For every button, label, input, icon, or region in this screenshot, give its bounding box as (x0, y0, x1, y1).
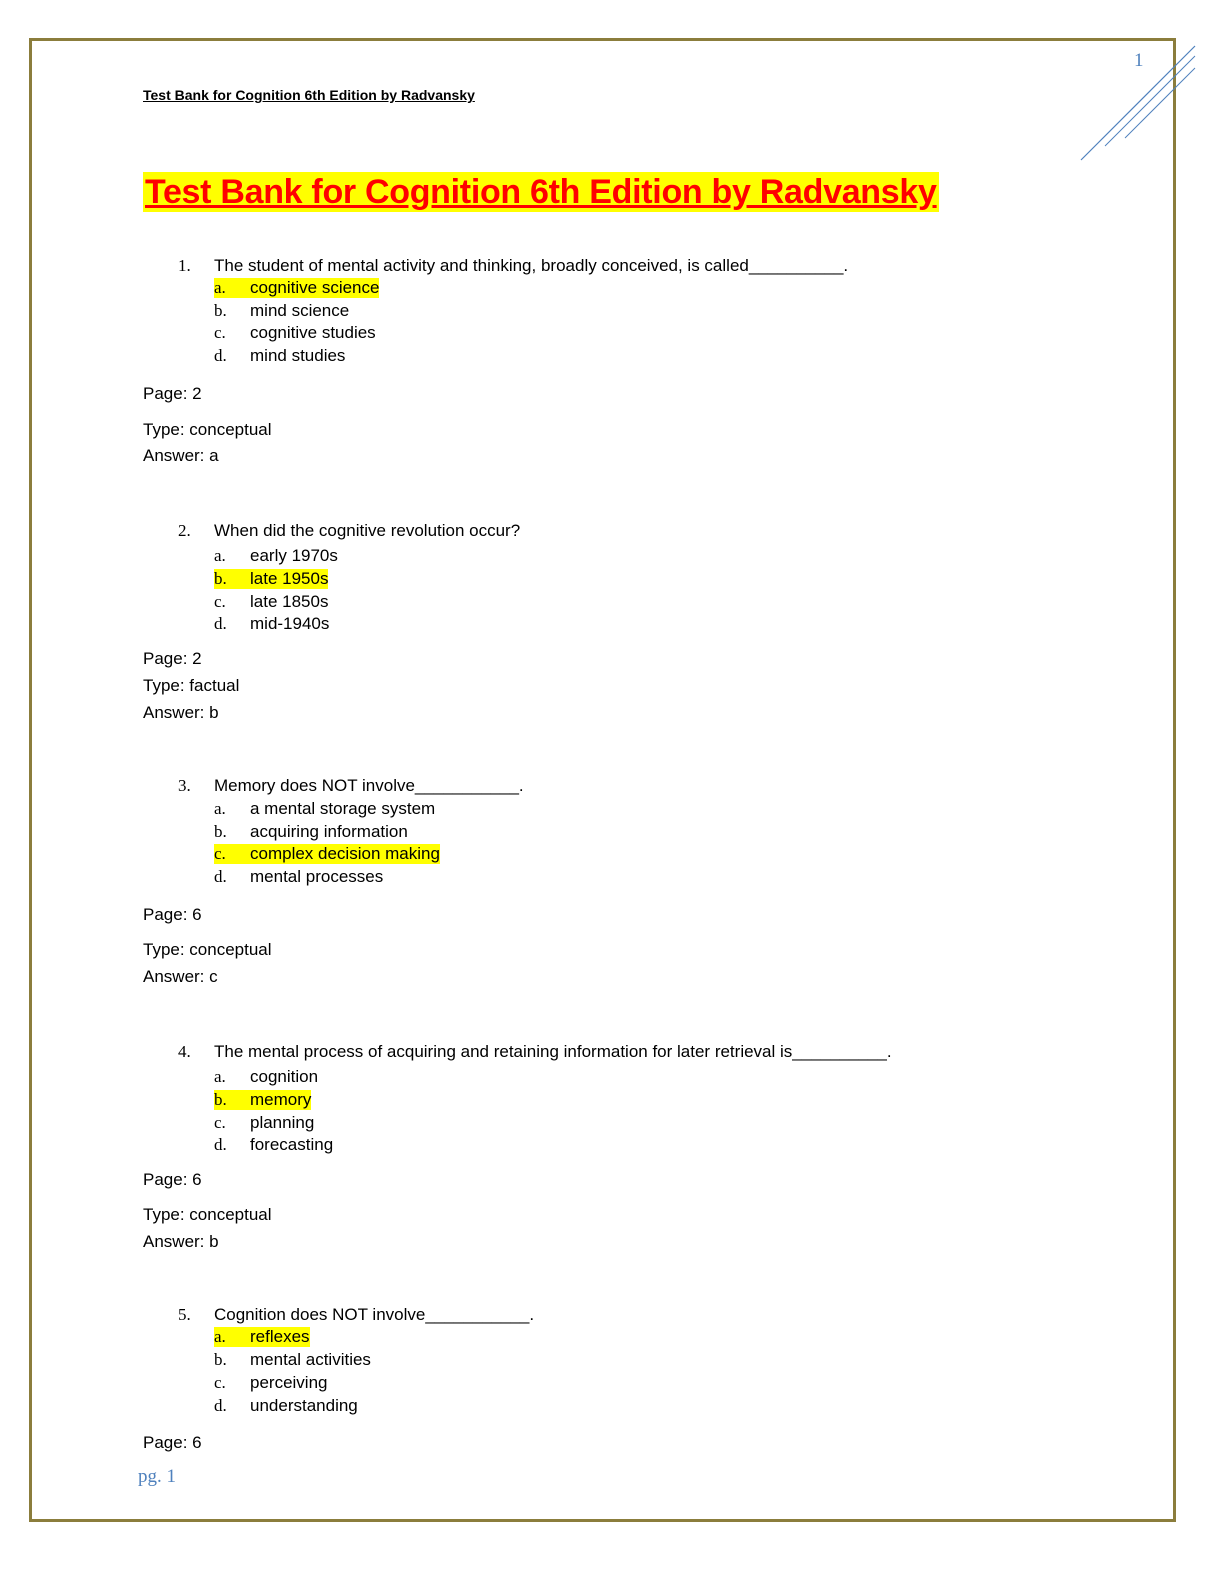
page-reference: Page: 6 (143, 1170, 202, 1189)
question-number: 2. (178, 521, 191, 540)
question-text: The student of mental activity and think… (214, 256, 849, 275)
option-a: a.cognition (214, 1067, 319, 1086)
option-d: d.mental processes (214, 867, 384, 886)
question-type: Type: factual (143, 676, 240, 695)
answer: Answer: b (143, 703, 219, 722)
option-c: c.complex decision making (214, 844, 440, 864)
page-reference: Page: 6 (143, 905, 202, 924)
question-number: 4. (178, 1042, 191, 1061)
option-c: c.cognitive studies (214, 323, 376, 342)
page-title: Test Bank for Cognition 6th Edition by R… (143, 172, 939, 212)
option-b: b.mind science (214, 301, 350, 320)
option-c: c.planning (214, 1113, 315, 1132)
option-b: b.memory (214, 1090, 312, 1110)
option-a: a.cognitive science (214, 278, 380, 298)
answer: Answer: c (143, 967, 218, 986)
question-number: 5. (178, 1305, 191, 1324)
corner-decoration (1080, 45, 1196, 161)
page-reference: Page: 2 (143, 649, 202, 668)
running-header: Test Bank for Cognition 6th Edition by R… (143, 87, 475, 103)
option-a: a.a mental storage system (214, 799, 436, 818)
question-type: Type: conceptual (143, 940, 272, 959)
question-number: 3. (178, 776, 191, 795)
answer: Answer: b (143, 1232, 219, 1251)
answer: Answer: a (143, 446, 219, 465)
page-reference: Page: 2 (143, 384, 202, 403)
option-b: b.mental activities (214, 1350, 371, 1369)
option-a: a.early 1970s (214, 546, 338, 565)
question-text: When did the cognitive revolution occur? (214, 521, 521, 540)
option-c: c.late 1850s (214, 592, 329, 611)
question-number: 1. (178, 256, 191, 275)
question-type: Type: conceptual (143, 1205, 272, 1224)
option-d: d.understanding (214, 1396, 358, 1415)
question-type: Type: conceptual (143, 420, 272, 439)
footer-page-label: pg. 1 (138, 1466, 176, 1487)
option-d: d.mind studies (214, 346, 346, 365)
header-page-number: 1 (1134, 50, 1144, 71)
question-text: The mental process of acquiring and reta… (214, 1042, 892, 1061)
option-b: b.acquiring information (214, 822, 408, 841)
option-d: d.forecasting (214, 1135, 334, 1154)
option-c: c.perceiving (214, 1373, 328, 1392)
option-b: b.late 1950s (214, 569, 329, 589)
page-border (29, 38, 1176, 1522)
question-text: Memory does NOT involve___________. (214, 776, 524, 795)
question-text: Cognition does NOT involve___________. (214, 1305, 535, 1324)
option-d: d.mid-1940s (214, 614, 330, 633)
option-a: a.reflexes (214, 1327, 310, 1347)
page-reference: Page: 6 (143, 1433, 202, 1452)
